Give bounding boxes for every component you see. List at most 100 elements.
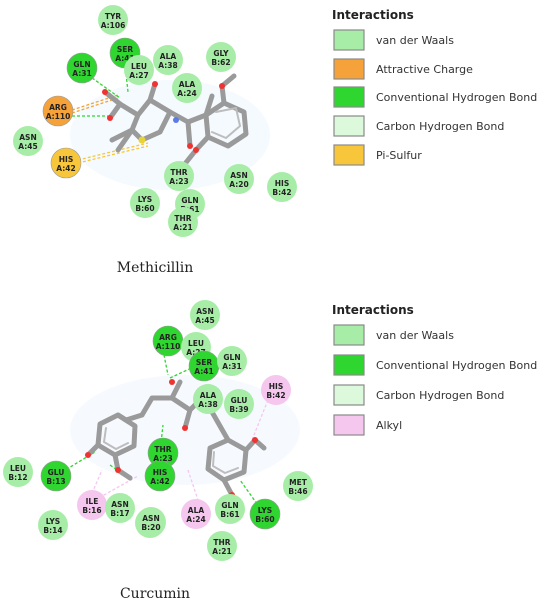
legend-label: Pi-Sulfur	[376, 149, 422, 162]
residue-id: A:41	[194, 367, 213, 376]
legend-item: Carbon Hydrogen Bond	[333, 115, 504, 137]
residue-id: B:16	[82, 506, 101, 515]
residue-disc	[144, 460, 176, 492]
residue-id: A:24	[177, 89, 196, 98]
residue-id: A:21	[212, 547, 231, 556]
pi-sulfur-line	[77, 145, 149, 164]
hbond-line	[159, 424, 164, 453]
residue-id: B:61	[220, 510, 239, 519]
residue-id: B:46	[288, 487, 307, 496]
panel-caption: Curcumin	[120, 586, 190, 602]
legend-item: van der Waals	[333, 324, 454, 346]
residue-id: A:42	[56, 164, 75, 173]
legend-swatch	[333, 115, 365, 137]
residue-id: B:20	[141, 523, 160, 532]
residue-disc	[38, 510, 68, 540]
legend-label: Carbon Hydrogen Bond	[376, 389, 504, 402]
residue-name: SER	[196, 358, 213, 367]
residue-name: THR	[170, 168, 187, 177]
residue-disc	[190, 300, 220, 330]
alkyl-line	[249, 399, 269, 446]
residue-name: LYS	[46, 517, 60, 526]
residue-disc	[164, 161, 194, 191]
residue-id: A:31	[72, 69, 91, 78]
residue-name: GLN	[73, 60, 90, 69]
residue-disc	[66, 52, 98, 84]
legend-swatch	[333, 414, 365, 436]
residue-id: A:38	[158, 61, 177, 70]
residue-name: HIS	[269, 382, 283, 391]
legend-swatch	[333, 144, 365, 166]
residue-disc	[77, 490, 107, 520]
residue-id: A:45	[18, 142, 37, 151]
legend-label: van der Waals	[376, 34, 454, 47]
residue-name: ARG	[49, 103, 67, 112]
residue-id: A:42	[150, 477, 169, 486]
residue-id: A:110	[46, 112, 71, 121]
residue-id: A:41	[115, 54, 134, 63]
legend-swatch	[333, 86, 365, 108]
legend-item: Carbon Hydrogen Bond	[333, 384, 504, 406]
legend-swatch	[333, 58, 365, 80]
legend-label: Conventional Hydrogen Bond	[376, 359, 537, 372]
residue-disc	[172, 73, 202, 103]
residue-name: GLU	[231, 396, 248, 405]
legend-label: van der Waals	[376, 329, 454, 342]
residue-disc	[124, 55, 154, 85]
residue-id: A:38	[198, 400, 217, 409]
legend-swatch	[333, 29, 365, 51]
residue-disc	[267, 172, 297, 202]
residue-name: THR	[154, 445, 171, 454]
residue-name: THR	[174, 214, 191, 223]
residue-id: B:13	[46, 477, 65, 486]
residue-group: TYRA:106SERA:41GLNA:31LEUA:27ALAA:38GLYB…	[13, 5, 297, 237]
charge-line	[71, 97, 119, 114]
residue-disc	[130, 188, 160, 218]
residue-name: ASN	[111, 500, 128, 509]
residue-id: A:23	[169, 177, 188, 186]
legend-label: Attractive Charge	[376, 63, 473, 76]
residue-disc	[136, 507, 166, 537]
panel-caption: Methicillin	[117, 260, 194, 276]
residue-disc	[98, 5, 128, 35]
residue-disc	[224, 164, 254, 194]
residue-disc	[42, 95, 74, 127]
residue-id: B:42	[272, 188, 291, 197]
residue-name: LYS	[138, 195, 152, 204]
residue-id: B:60	[255, 515, 274, 524]
residue-name: GLN	[223, 353, 240, 362]
residue-name: SER	[117, 45, 134, 54]
residue-disc	[283, 471, 313, 501]
residue-name: ASN	[230, 171, 247, 180]
residue-name: LYS	[258, 506, 272, 515]
residue-name: HIS	[59, 155, 73, 164]
residue-id: B:17	[110, 509, 129, 518]
residue-disc	[3, 457, 33, 487]
residue-name: HIS	[153, 468, 167, 477]
residue-name: THR	[213, 538, 230, 547]
residue-name: ALA	[179, 80, 196, 89]
residue-name: ASN	[19, 133, 36, 142]
residue-id: B:62	[211, 58, 230, 67]
residue-name: ASN	[142, 514, 159, 523]
